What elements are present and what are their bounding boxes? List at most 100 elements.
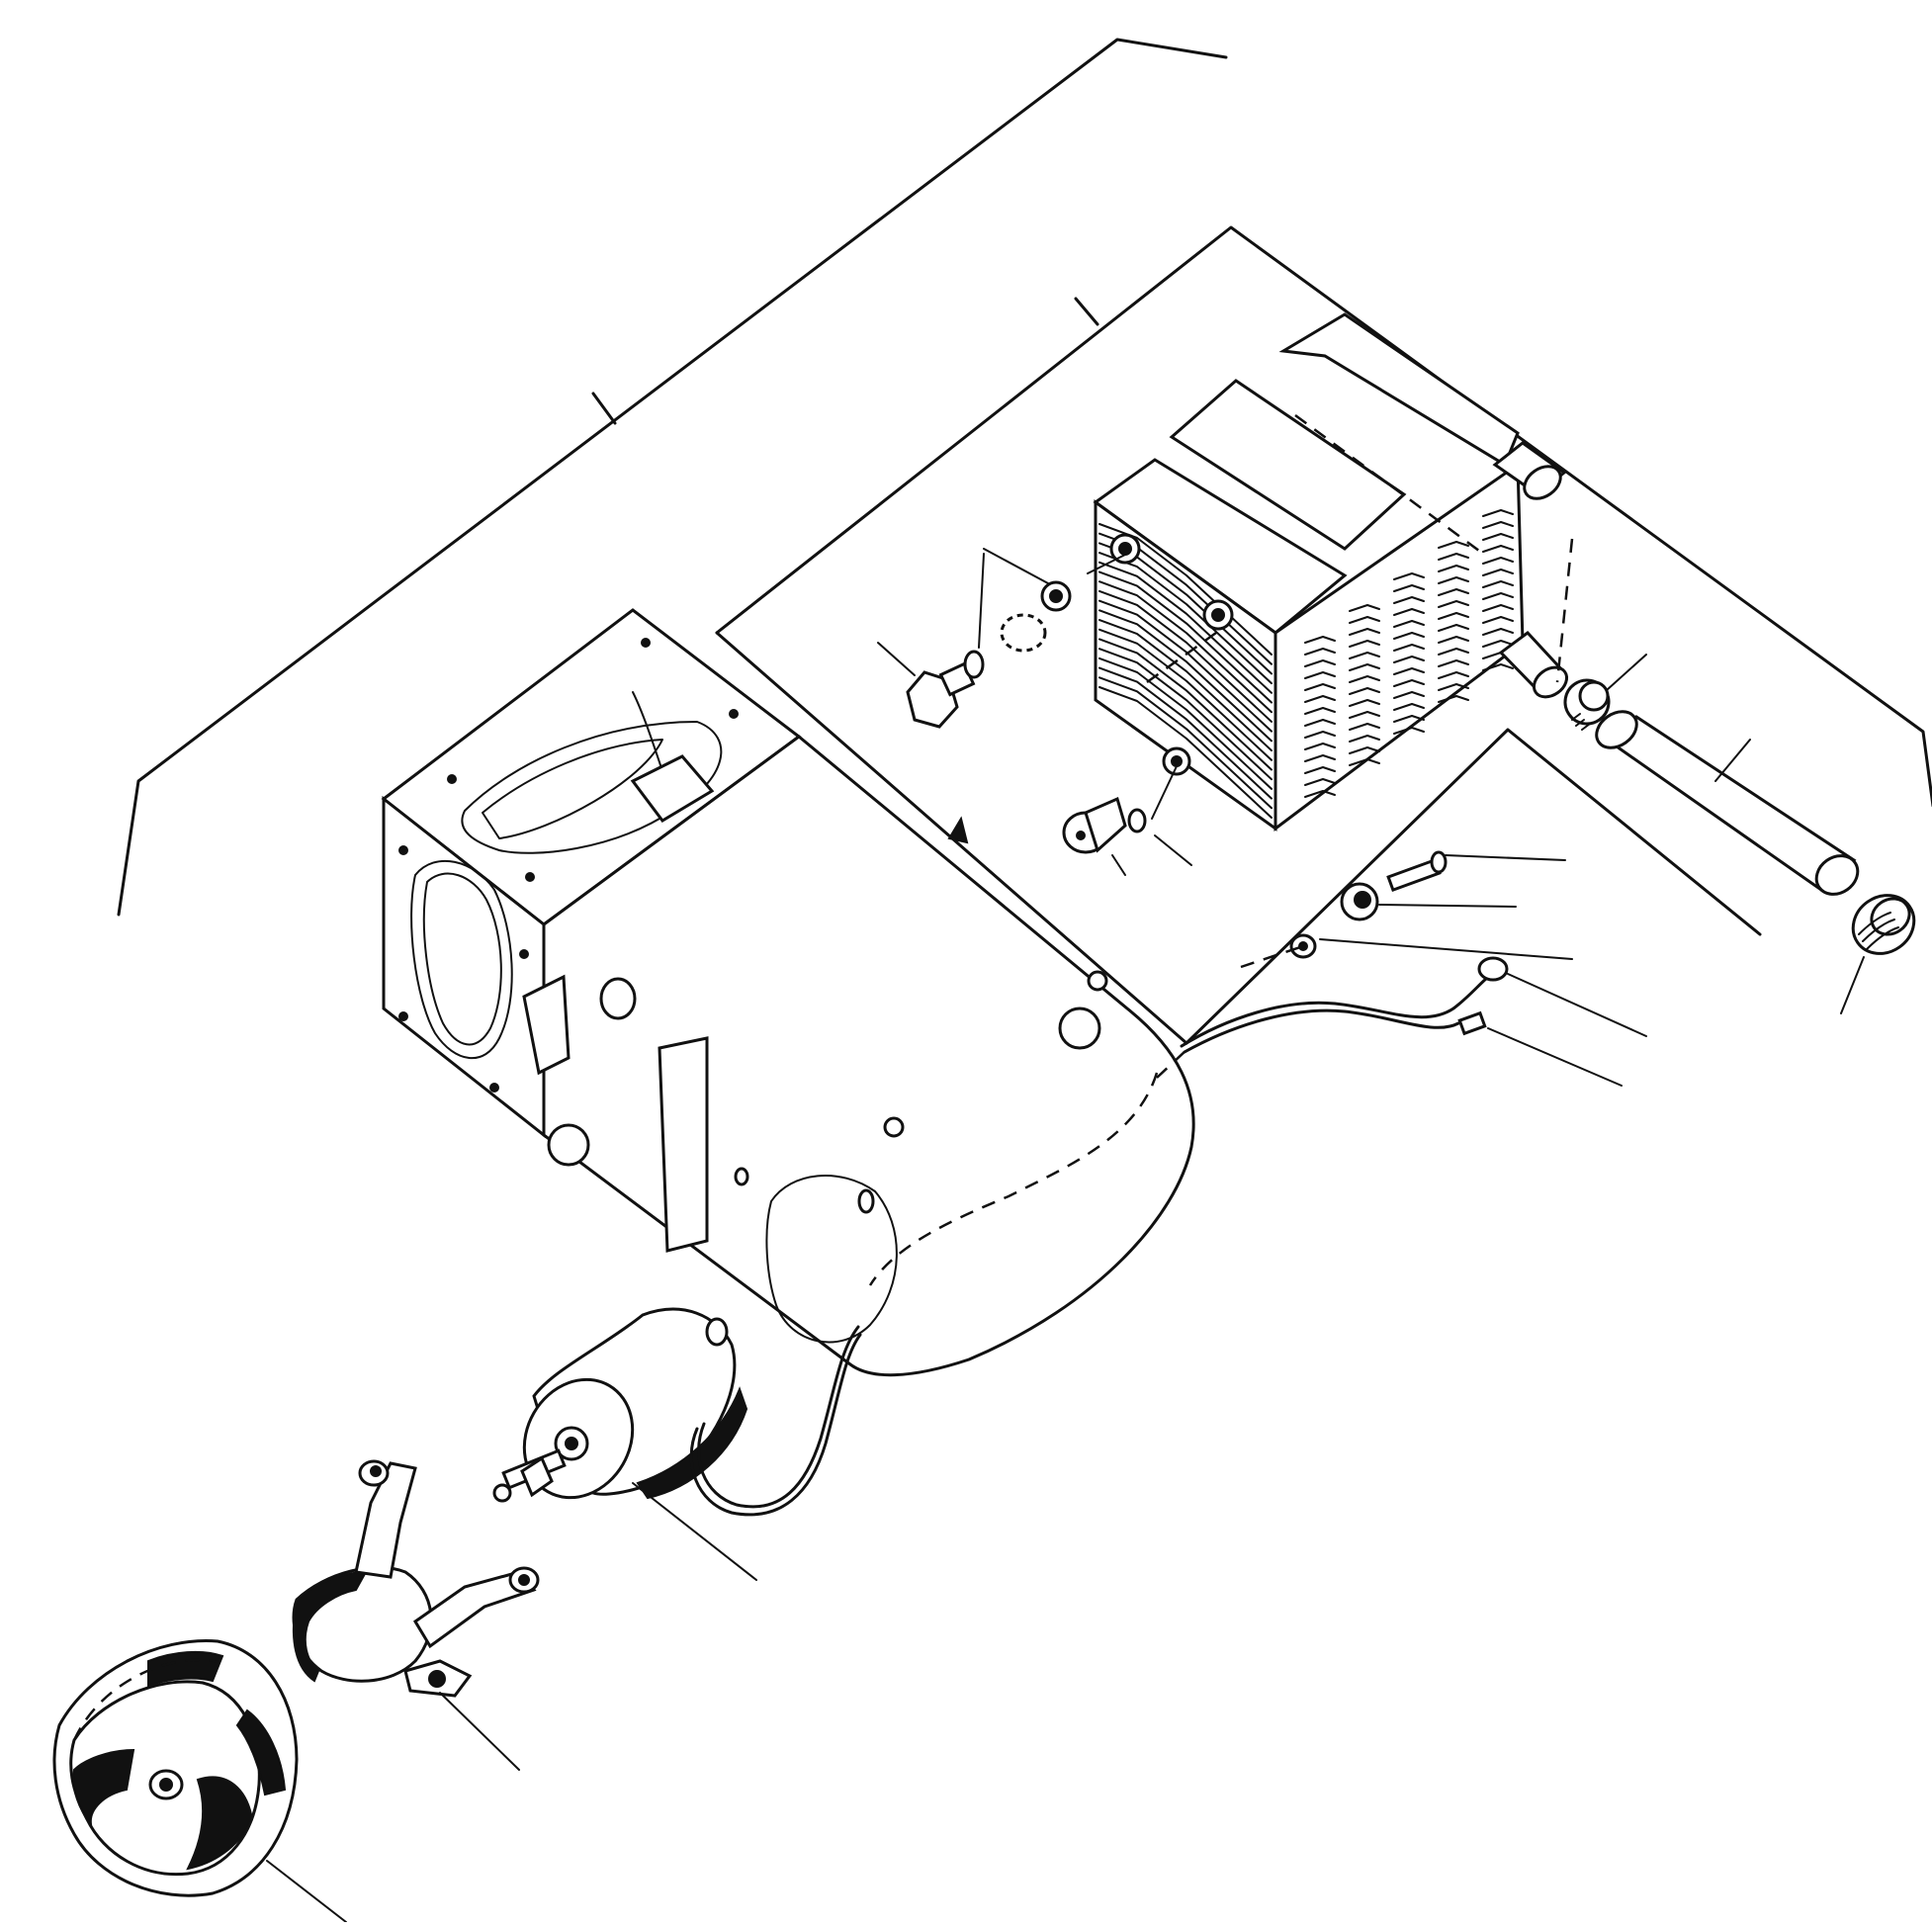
heater-fin-line xyxy=(1098,686,1273,819)
heater-fin-line xyxy=(1098,657,1273,790)
heater-fin-line xyxy=(1349,735,1380,743)
heater-fin-line xyxy=(1304,671,1336,679)
heater-fin-line xyxy=(1393,584,1425,592)
heater-fin-line xyxy=(1304,719,1336,727)
bracket-tick xyxy=(591,392,617,425)
heater-core xyxy=(1093,312,1574,832)
heater-fin-line xyxy=(1393,715,1425,723)
heater-fin-line xyxy=(1482,663,1514,671)
heater-fin-line xyxy=(1304,695,1336,703)
heater-fin-line xyxy=(1482,533,1514,541)
heater-fin-line xyxy=(1393,632,1425,640)
heater-fin-line xyxy=(1098,599,1273,733)
heater-fin-line xyxy=(1098,676,1273,810)
heater-fin-line xyxy=(1304,648,1336,656)
heater-fin-line xyxy=(1438,648,1469,656)
heater-fin-line xyxy=(1393,596,1425,604)
heater-fin-line xyxy=(1393,667,1425,675)
heater-fin-line xyxy=(1482,569,1514,576)
heater-fin-line xyxy=(1482,580,1514,588)
heater-fin-line xyxy=(1098,561,1273,694)
heater-fin-line xyxy=(1349,604,1380,612)
heater-fin-line xyxy=(1304,778,1336,786)
heater-fin-line xyxy=(1098,628,1273,761)
heater-fin-line xyxy=(1482,628,1514,636)
heater-fin-line xyxy=(1304,766,1336,774)
heater-fin-line xyxy=(1304,731,1336,739)
heater-fin-line xyxy=(1482,545,1514,553)
housing-side-rail xyxy=(658,1036,709,1253)
heater-fin-line xyxy=(1349,758,1380,766)
heater-fin-line xyxy=(1349,711,1380,719)
motor xyxy=(492,1307,862,1581)
bracket-tick xyxy=(1074,297,1099,326)
heater-fin-line xyxy=(1393,572,1425,580)
motor-bracket xyxy=(292,1459,540,1771)
vent-screw xyxy=(877,642,976,729)
heater-fin-line xyxy=(1438,695,1469,703)
heater-fin-line xyxy=(1098,580,1273,714)
heater-fin-line xyxy=(1349,628,1380,636)
heater-fin-line xyxy=(1482,557,1514,565)
blower-wheel xyxy=(52,1639,347,1923)
heater-fin-line xyxy=(1304,659,1336,667)
heater-fin-line xyxy=(1098,638,1273,771)
heater-fin-line xyxy=(1438,636,1469,644)
heater-fin-line xyxy=(1098,589,1273,723)
heater-fin-line xyxy=(1438,683,1469,691)
heater-fin-line xyxy=(1349,723,1380,731)
heater-fin-line xyxy=(1482,640,1514,648)
heater-fin-line xyxy=(1349,699,1380,707)
bushing xyxy=(1340,882,1517,921)
heater-fin-line xyxy=(1304,790,1336,798)
heater-fin-line xyxy=(1098,648,1273,781)
heater-fin-line xyxy=(1349,652,1380,659)
heater-fin-line xyxy=(1349,616,1380,624)
heater-fin-line xyxy=(1438,576,1469,584)
heater-fin-line xyxy=(1482,509,1514,517)
heater-core-pipe-upper xyxy=(1492,441,1567,500)
heater-fin-line xyxy=(1098,666,1273,800)
heater-fin-line xyxy=(1304,636,1336,644)
hose xyxy=(1595,710,1860,896)
heater-fin-line xyxy=(1349,675,1380,683)
outer-group-bracket xyxy=(117,38,1228,917)
heater-fin-line xyxy=(1393,727,1425,735)
heater-fin-line xyxy=(1393,620,1425,628)
heater-fin-line xyxy=(1482,521,1514,529)
screw xyxy=(1386,850,1566,893)
nut xyxy=(1289,933,1573,960)
heater-fin-line xyxy=(1304,743,1336,750)
heater-fin-line xyxy=(1349,640,1380,648)
heater-fin-line xyxy=(1393,703,1425,711)
heater-core-top-rear xyxy=(1278,312,1520,468)
housing-side-plug xyxy=(547,1123,590,1167)
heater-fin-line xyxy=(1438,588,1469,596)
heater-fin-line xyxy=(1438,553,1469,561)
heater-fin-line xyxy=(1438,612,1469,620)
heater-fin-line xyxy=(1098,609,1273,743)
heater-fin-line xyxy=(1438,565,1469,572)
heater-core-pipe-lower xyxy=(1498,630,1569,699)
heater-fin-line xyxy=(1393,656,1425,663)
drain-plug xyxy=(1062,765,1192,876)
heater-fin-line xyxy=(1304,683,1336,691)
heater-fin-line xyxy=(1482,604,1514,612)
heater-fin-line xyxy=(1393,691,1425,699)
grommet xyxy=(1840,894,1916,1014)
wire-harness xyxy=(1180,944,1647,1087)
heater-fin-line xyxy=(1438,624,1469,632)
heater-fin-line xyxy=(1438,600,1469,608)
heater-fin-line xyxy=(1393,679,1425,687)
heater-fin-line xyxy=(1098,570,1273,704)
heater-fin-line xyxy=(1349,663,1380,671)
heater-fin-line xyxy=(1438,671,1469,679)
heater-fin-line xyxy=(1349,687,1380,695)
housing-clip-top xyxy=(630,754,715,823)
heater-fin-line xyxy=(1304,754,1336,762)
heater-fin-line xyxy=(1438,659,1469,667)
heater-fin-line xyxy=(1393,644,1425,652)
hose-clamp xyxy=(1563,654,1647,731)
heater-fin-line xyxy=(1304,707,1336,715)
